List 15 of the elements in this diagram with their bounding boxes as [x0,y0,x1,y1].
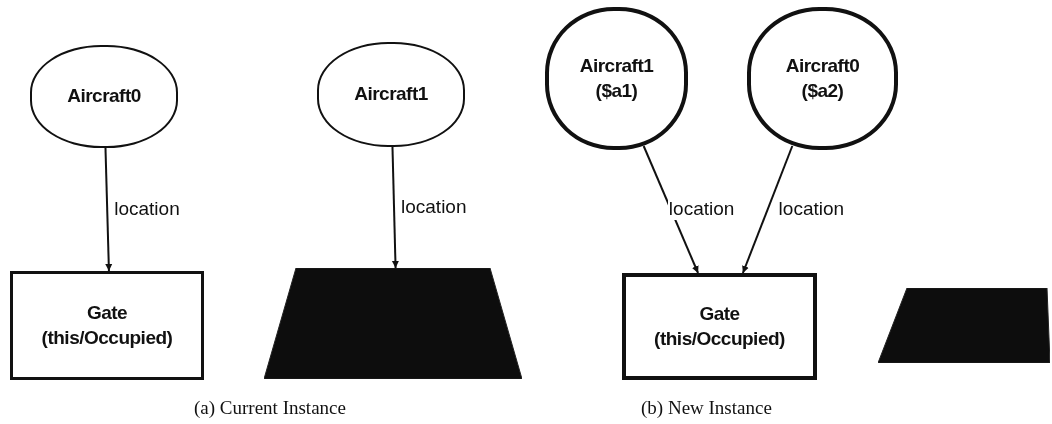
node-label: Aircraft1 ($a1) [578,53,655,103]
node-label: Aircraft0 [66,84,142,109]
arrow [391,146,399,269]
gate-box [10,271,204,380]
arrow [642,145,700,274]
node-label: Aircraft0 ($a2) [784,53,861,103]
arrow [104,147,113,272]
node-label: Gate (this/Occupied) [40,300,174,350]
arrow [741,145,794,274]
node-label: Aircraft1 [353,82,429,107]
subfigure-caption: (a) Current Instance [194,397,346,419]
edge-label: location [667,197,736,220]
gate-box [622,273,817,380]
subfigure-caption: (b) New Instance [641,397,772,419]
node-label: Gate (this/Occupied) [653,301,786,351]
